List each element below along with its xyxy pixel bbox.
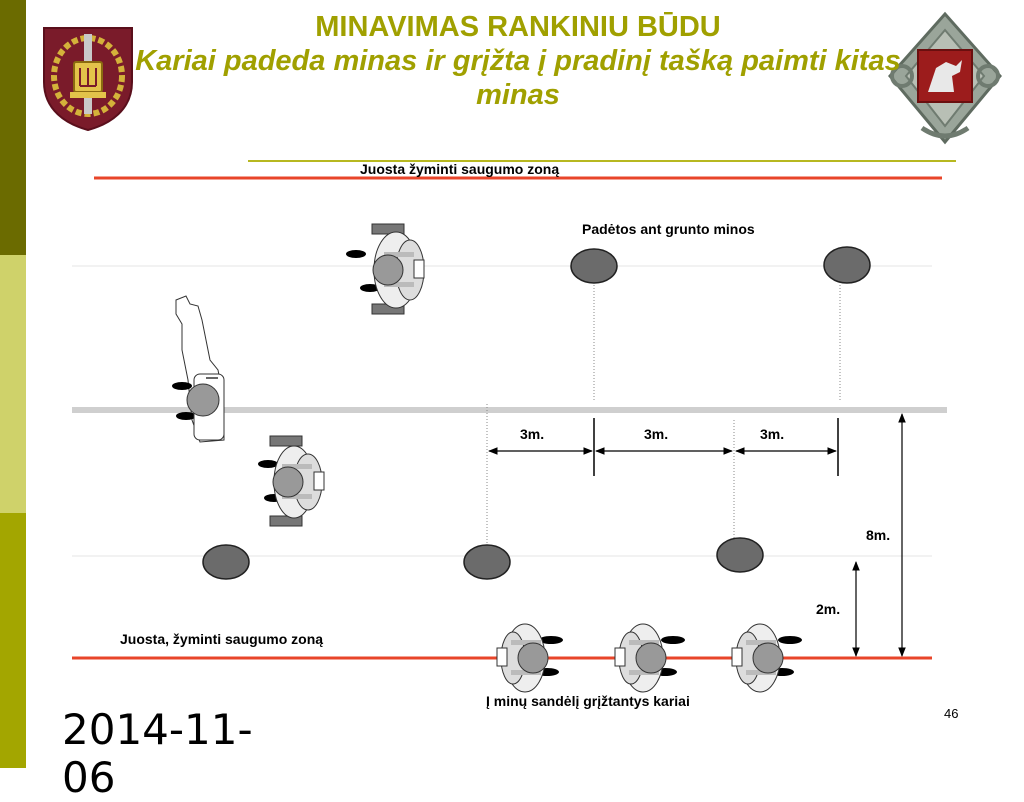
distance-2m-label: 2m. (816, 601, 841, 617)
spacing-label-1: 3m. (520, 426, 545, 442)
spacing-label-2: 3m. (644, 426, 669, 442)
engineer-battalion-badge-icon (888, 11, 1002, 145)
returning-soldier-2 (614, 623, 685, 693)
returning-soldier-1 (496, 623, 563, 693)
sidebar-segment-bottom (0, 513, 26, 768)
title-line-2: Kariai padeda minas ir grįžta į pradinį … (135, 45, 901, 111)
returning-soldier-3 (731, 623, 802, 693)
mine-laying-diagram (72, 176, 947, 693)
mine-top-1 (570, 248, 618, 284)
top-tape-label: Juosta žyminti saugumo zoną (360, 161, 560, 177)
sidebar-segment-middle (0, 255, 26, 513)
distance-8m-label: 8m. (866, 527, 891, 543)
title-underline (248, 160, 956, 162)
sidebar-stripe (0, 0, 26, 768)
spacing-label-3: 3m. (760, 426, 785, 442)
mines-label: Padėtos ant grunto minos (582, 221, 755, 237)
mine-top-2 (823, 246, 871, 284)
returning-soldiers-label: Į minų sandėlį grįžtantys kariai (486, 693, 690, 709)
mine-bottom-2 (463, 544, 511, 580)
slide-date: 2014-11-06 (62, 705, 253, 802)
title-line-1: MINAVIMAS RANKINIU BŪDU (315, 11, 721, 43)
soldier-middle (258, 435, 325, 527)
bottom-tape-label: Juosta, žyminti saugumo zoną (120, 631, 324, 647)
sidebar-segment-top (0, 0, 26, 255)
page-number: 46 (944, 706, 959, 721)
soldier-top (346, 223, 425, 315)
soldier-with-mine-sack (172, 295, 225, 443)
military-academy-emblem-icon (43, 27, 133, 132)
mine-bottom-1 (202, 544, 250, 580)
mine-bottom-3 (716, 537, 764, 573)
slide-title: MINAVIMAS RANKINIU BŪDU Kariai padeda mi… (130, 10, 906, 112)
